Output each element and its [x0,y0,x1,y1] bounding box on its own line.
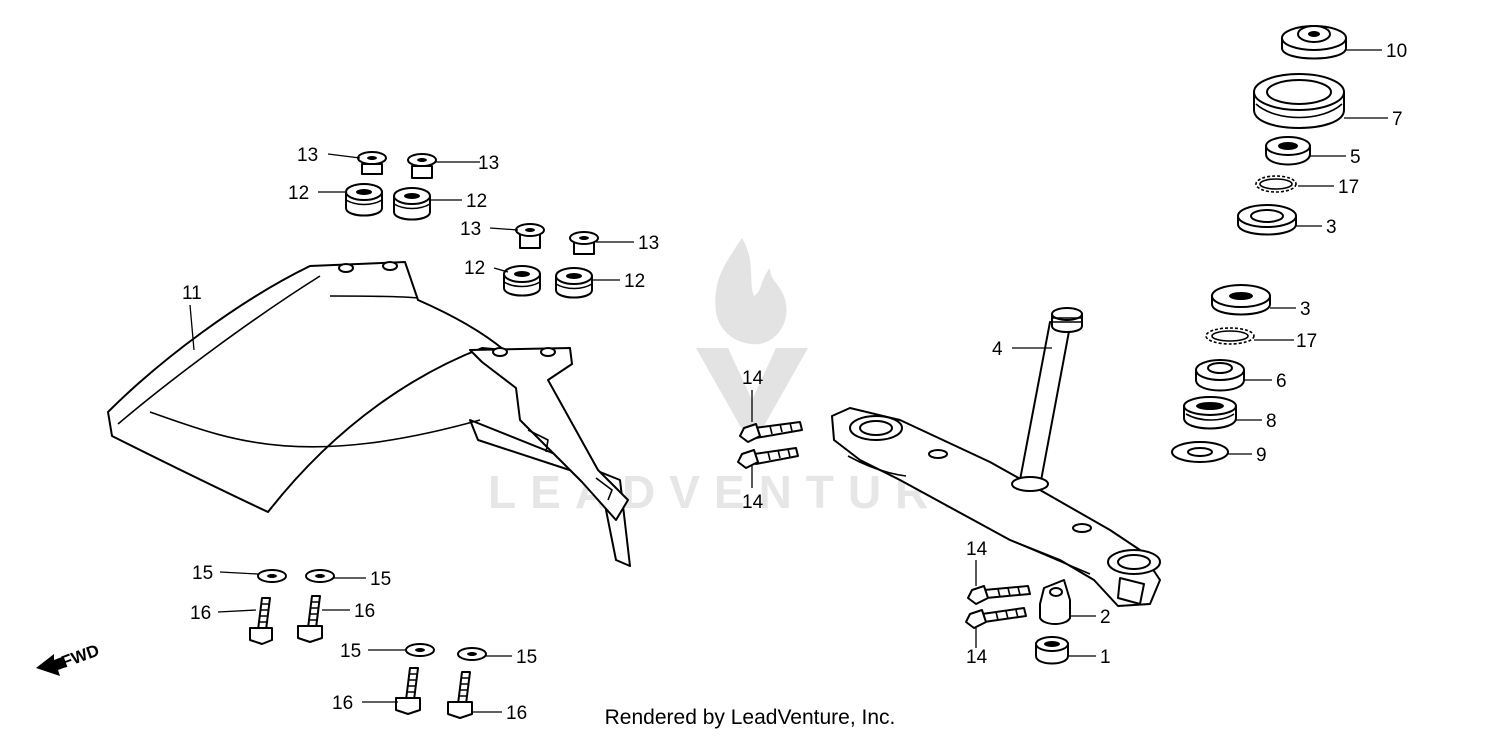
callout-8: 8 [1266,411,1277,432]
steering-stem-nut-part-10[interactable] [1281,25,1347,60]
callout-16: 16 [354,601,375,622]
bearing-race-part-5[interactable] [1265,136,1311,166]
callout-leader-lines [189,49,1388,713]
callout-13: 13 [638,233,659,254]
callout-15: 15 [192,563,213,584]
callout-labels: 11 13 13 12 12 13 13 12 12 10 7 5 17 3 3… [182,41,1407,724]
dust-seal-part-7[interactable] [1253,73,1345,129]
credit-text: Rendered by LeadVenture, Inc. [604,706,896,729]
callout-15: 15 [340,641,361,662]
callout-13: 13 [297,145,318,166]
callout-6: 6 [1276,371,1287,392]
steel-balls-part-17b[interactable] [1205,327,1255,345]
callout-2: 2 [1100,607,1111,628]
screw-part-16[interactable] [249,595,473,719]
callout-15: 15 [516,647,537,668]
callout-4: 4 [992,339,1003,360]
fwd-arrow-icon [36,654,66,676]
bearing-race-part-3b[interactable] [1211,284,1271,316]
bearing-race-part-6[interactable] [1195,359,1245,392]
callout-12: 12 [624,271,645,292]
callout-7: 7 [1392,109,1403,130]
washer-part-15[interactable] [257,569,487,661]
callout-13: 13 [460,219,481,240]
callout-12: 12 [466,191,487,212]
callout-16: 16 [190,603,211,624]
callout-3: 3 [1300,299,1311,320]
grommet-part-1[interactable] [1035,636,1069,665]
callout-3: 3 [1326,217,1337,238]
brake-hose-clamp-part-2[interactable] [1039,579,1071,625]
callout-14: 14 [742,368,764,389]
callout-14: 14 [966,539,988,560]
washer-part-9[interactable] [1171,441,1229,463]
callout-14: 14 [966,647,988,668]
callout-10: 10 [1386,41,1407,62]
callout-1: 1 [1100,647,1111,668]
callout-9: 9 [1256,445,1267,466]
callout-17: 17 [1338,177,1359,198]
bearing-race-part-3a[interactable] [1237,204,1297,236]
callout-16: 16 [506,703,527,724]
front-fender-part-11[interactable] [107,261,631,567]
callout-12: 12 [288,183,309,204]
callout-16: 16 [332,693,353,714]
dust-seal-part-8[interactable] [1183,396,1237,430]
callout-15: 15 [370,569,391,590]
callout-11: 11 [182,283,202,304]
fwd-label: FWD [59,641,102,672]
callout-13: 13 [478,153,499,174]
callout-5: 5 [1350,147,1361,168]
steering-stem-part-4[interactable] [831,307,1161,607]
forward-direction-indicator: FWD [36,641,102,676]
steel-balls-part-17a[interactable] [1255,175,1297,193]
callout-12: 12 [464,258,485,279]
bolt-part-14[interactable] [737,421,1031,629]
callout-17: 17 [1296,331,1317,352]
callout-14: 14 [742,492,764,513]
collar-part-13[interactable] [357,151,599,255]
